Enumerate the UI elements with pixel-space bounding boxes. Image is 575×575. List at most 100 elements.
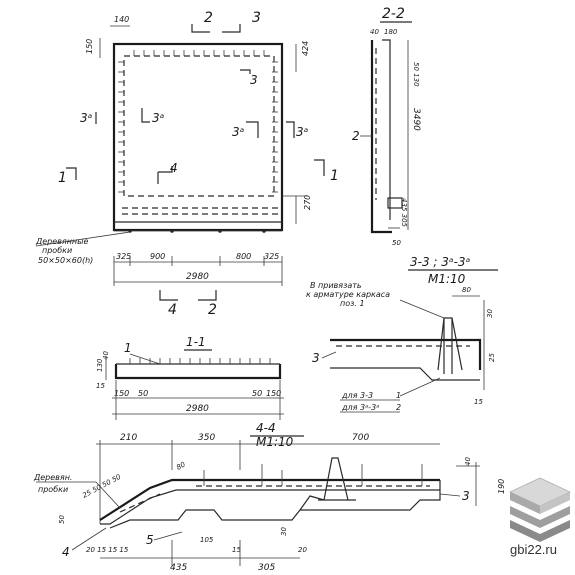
slab-top-4 [99, 478, 440, 521]
cut-mark-3a-2 [141, 108, 150, 123]
rebar-frame [123, 55, 275, 197]
dim-50-left: 50 [138, 389, 148, 398]
dim-305: 305 [258, 563, 275, 573]
slab-bottom-4 [109, 480, 441, 529]
leader-line [399, 299, 445, 319]
section-3-3: 3-3 ; 3ᵃ-3ᵃ М1:10 В привязать к арматуре… [306, 255, 498, 413]
dim-350: 350 [198, 433, 215, 443]
hook-loop [437, 317, 463, 371]
dim-40: 40 [464, 457, 472, 466]
slab-inner-4 [100, 489, 440, 525]
dim-150: 150 [85, 39, 94, 54]
brand-logo [509, 477, 571, 542]
dim-325-left: 325 [116, 252, 131, 261]
wood-note-line2: пробки [42, 246, 72, 255]
section-3-3-title: 3-3 ; 3ᵃ-3ᵃ [410, 255, 471, 269]
label-3: 3 [462, 489, 470, 503]
dim-435: 435 [170, 563, 187, 573]
dim-800-right: 800 [236, 252, 251, 261]
section-4-4-title: 4-4 [256, 421, 276, 435]
cut-label-3a-mid: 3ᵃ [232, 125, 245, 139]
legend-3-3-pos: 1 [396, 391, 401, 400]
dim-30: 30 [280, 527, 288, 536]
legend-3-3: для 3-3 [341, 391, 373, 400]
dim-40: 40 [370, 28, 379, 36]
section-2-2-rib [387, 197, 403, 209]
rebar-ticks-right [272, 61, 278, 193]
cut-label-2: 2 [204, 10, 213, 26]
rebar-ticks-1-1 [129, 358, 271, 364]
section-2-2-outline [370, 40, 392, 234]
dim-435-305: 435 305 [400, 198, 408, 228]
cut-mark-2-top [191, 24, 241, 33]
cut-mark-1-left [66, 167, 77, 180]
dims-diag: 25 50 50 50 [81, 473, 123, 500]
brand-site: gbi22.ru [510, 542, 557, 557]
legend-3a-3a-pos: 2 [396, 403, 401, 412]
cut-label-3a-left2: 3ᵃ [152, 111, 165, 125]
dim-50-right: 50 [252, 389, 262, 398]
cut-mark-3a-mid [246, 121, 259, 138]
slab-section-1 [114, 364, 282, 380]
logo-layer-mid [510, 506, 570, 528]
dim-80: 80 [175, 460, 187, 472]
dim-15: 15 [474, 398, 483, 406]
dim-210: 210 [120, 433, 137, 443]
note-line3: поз. 1 [340, 299, 365, 308]
dim-2980: 2980 [186, 272, 209, 282]
cut-mark-3a-right [286, 121, 295, 138]
dims-bottom-left: 20 15 15 15 [86, 546, 129, 554]
dim-50-bot: 50 [392, 239, 401, 247]
cut-label-4: 4 [170, 161, 178, 175]
slab-edge-3 [330, 338, 482, 370]
cut-label-4-bottom: 4 [168, 302, 177, 318]
logo-layer-bottom [510, 520, 570, 542]
slab-outline [112, 42, 284, 232]
legend-3a-3a: для 3ᵃ-3ᵃ [341, 403, 379, 412]
dim-700: 700 [352, 433, 369, 443]
dim-190: 190 [497, 479, 506, 494]
section-4-4-scale: М1:10 [256, 435, 294, 449]
section-2-2-title: 2-2 [382, 6, 405, 22]
label-2: 2 [352, 129, 360, 143]
dim-20: 20 [298, 546, 307, 554]
section-2-2: 2-2 40 180 50 130 3490 435 305 50 2 [352, 6, 421, 247]
slab-bottom-3 [330, 367, 480, 381]
cut-mark-4-bottom [159, 290, 178, 301]
dim-80: 80 [462, 286, 471, 294]
dim-270: 270 [303, 195, 312, 210]
label-5: 5 [146, 533, 154, 547]
dim-150-left: 150 [114, 389, 129, 398]
dim-15: 15 [232, 546, 241, 554]
logo-layer-top-side [510, 492, 540, 514]
cut-label-3a-left: 3ᵃ [80, 111, 93, 125]
note-line1: В привязать [310, 281, 362, 290]
note-line2: к арматуре каркаса [306, 290, 390, 299]
wood-note-4-line2: пробки [38, 485, 68, 494]
label-4: 4 [62, 545, 70, 559]
cut-label-3a-right: 3ᵃ [296, 125, 309, 139]
dim-140: 140 [114, 15, 129, 24]
dim-2980: 2980 [186, 404, 209, 414]
dim-30: 30 [486, 309, 494, 318]
dim-424: 424 [301, 41, 310, 56]
section-3-3-scale: М1:10 [428, 272, 466, 286]
section-2-2-inner [382, 39, 391, 220]
dim-900-left: 900 [150, 252, 165, 261]
dim-50: 50 [58, 515, 66, 524]
label-1: 1 [124, 341, 132, 355]
rebar-ticks-4 [203, 464, 423, 486]
dim-180: 180 [384, 28, 398, 36]
cut-label-3: 3 [252, 10, 261, 26]
dim-105: 105 [200, 536, 214, 544]
plan-view: 2 3 3 3ᵃ 3ᵃ 3ᵃ 3ᵃ 4 1 1 140 150 424 270 … [35, 10, 339, 318]
label-3: 3 [312, 351, 320, 365]
rebar-ticks-top [133, 50, 265, 56]
wood-note-line3: 50×50×60(h) [38, 256, 93, 265]
dim-325-right: 325 [264, 252, 279, 261]
leader-line [35, 231, 131, 247]
cut-label-1-right: 1 [330, 168, 339, 184]
cut-mark-4 [158, 166, 173, 173]
